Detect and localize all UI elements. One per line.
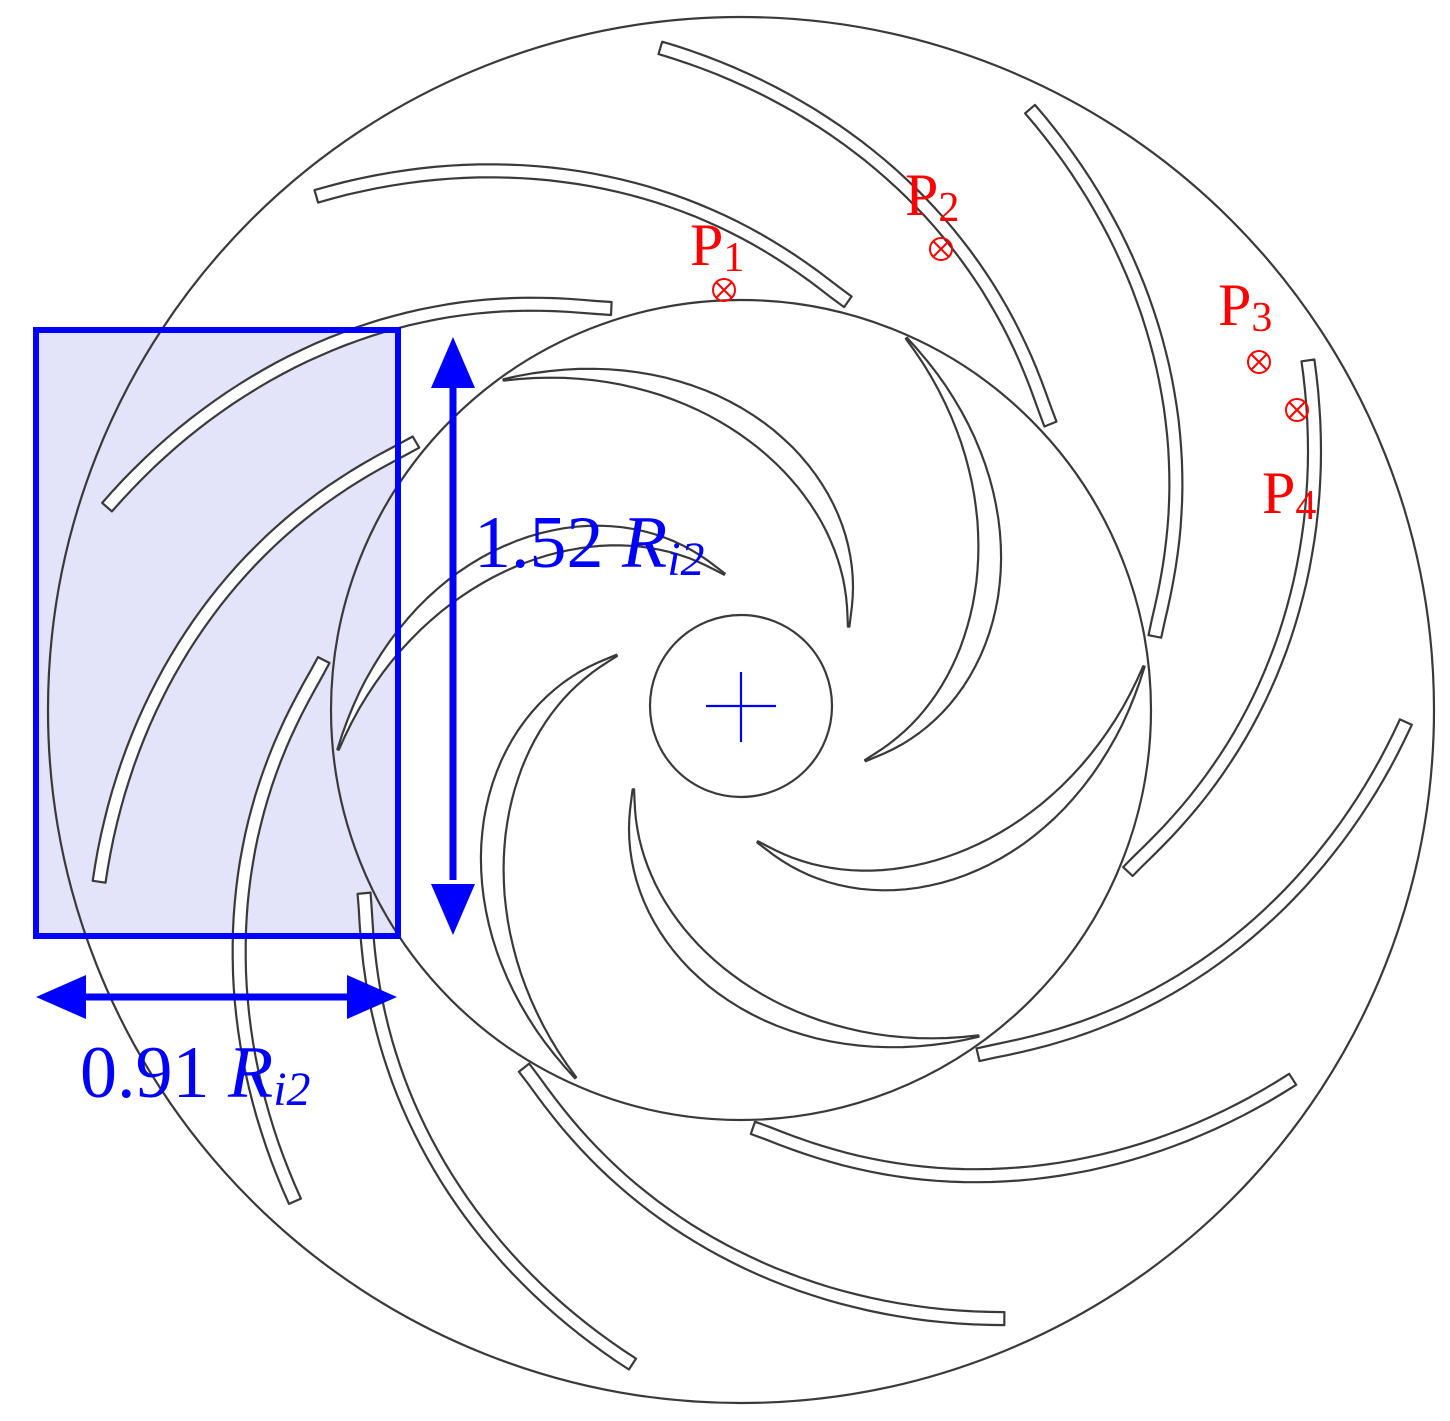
diffuser-vane [313,163,853,309]
circled-x-icon [1285,398,1309,422]
casing-outer-circle [46,15,1436,1405]
impeller-blade [502,367,855,628]
impeller-blade [627,788,980,1049]
circled-x-icon [929,237,953,261]
impeller-blade [756,665,1146,892]
monitoring-point-p4: P4 [1262,398,1316,529]
hub-circle [648,613,834,799]
impeller-blade [336,524,726,751]
highlight-region-border [33,327,401,939]
diffuser-vane [356,891,638,1371]
diffuser-vane [91,435,421,884]
monitoring-point-p2: P2 [905,162,959,261]
height-dimension-label: 1.52 Ri2 [474,502,705,586]
height-dimension-arrow [431,337,475,935]
diffuser-vane [1023,103,1184,639]
diffuser-vane [231,656,331,1205]
diffuser-vane [101,296,613,513]
circled-x-icon [712,278,736,302]
circled-x-icon [1247,350,1271,374]
monitoring-point-p2-label: P2 [905,162,959,231]
impeller-outer-circle [329,298,1153,1122]
monitoring-point-p3-label: P3 [1218,272,1272,341]
center-crosshair-icon [706,672,776,742]
impeller-blade [479,653,619,1080]
diffuser-vane [657,40,1058,428]
impeller-blade [863,336,1003,763]
diffuser-vane [517,1062,1006,1327]
impeller-blades [336,336,1146,1080]
width-dimension-arrow [36,975,397,1019]
diffuser-vane [749,1072,1298,1184]
width-dimension-label: 0.91 Ri2 [80,1032,311,1116]
diffuser-vanes [91,40,1413,1371]
monitoring-point-p4-label: P4 [1262,460,1316,529]
monitoring-point-p1-label: P1 [690,212,744,281]
diffuser-vane [1122,358,1323,878]
diffuser-vane [975,718,1413,1063]
highlight-region [36,330,398,936]
monitoring-point-p3: P3 [1218,272,1272,374]
monitoring-point-p1: P1 [690,212,744,302]
